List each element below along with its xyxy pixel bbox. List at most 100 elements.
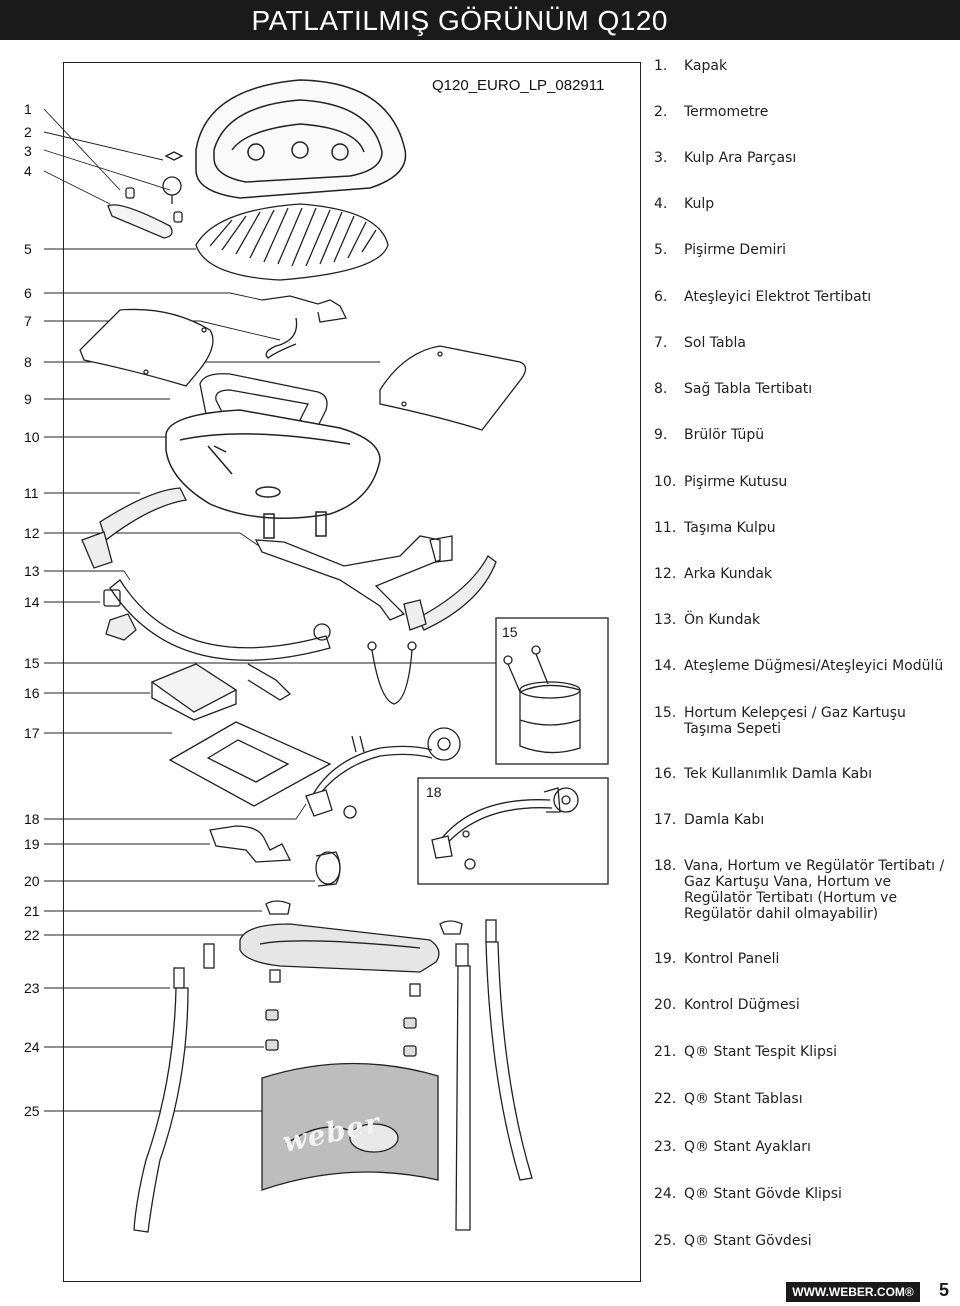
part-name: Taşıma Kulpu (684, 520, 776, 536)
callout-2: 2 (24, 124, 32, 140)
part-number: 3. (654, 150, 668, 166)
part-number: 7. (654, 335, 668, 351)
part-name: Termometre (684, 104, 769, 120)
callout-17: 17 (24, 725, 40, 741)
callout-12: 12 (24, 525, 40, 541)
part-number: 9. (654, 427, 668, 443)
part-name: Sağ Tabla Tertibatı (684, 381, 813, 397)
part-number: 6. (654, 289, 668, 305)
part-item: 8. Sağ Tabla Tertibatı (654, 381, 954, 397)
stand-body (261, 1062, 439, 1191)
part-item: 1.Kapak (654, 58, 954, 74)
footer-bar (786, 1282, 920, 1302)
callout-6: 6 (24, 285, 32, 301)
part-name: Arka Kundak (684, 566, 773, 582)
part-number: 19. (654, 951, 677, 967)
control-panel (209, 825, 341, 887)
part-item: 16.Tek Kullanımlık Damla Kabı (654, 766, 954, 782)
part-item: 19. Kontrol Paneli (654, 951, 954, 967)
part-name: Vana, Hortum ve Regülatör Tertibatı / Ga… (684, 858, 945, 922)
part-number: 23. (654, 1139, 677, 1155)
part-name: Kulp Ara Parçası (684, 150, 797, 166)
inset-label-15: 15 (502, 624, 518, 640)
callout-5: 5 (24, 241, 32, 257)
callout-22: 22 (24, 927, 40, 943)
callout-20: 20 (24, 873, 40, 889)
footer-url-link[interactable]: WWW.WEBER.COM® (792, 1285, 914, 1299)
hose-clip (367, 641, 417, 705)
part-item: 12. Arka Kundak (654, 566, 954, 582)
part-number: 11. (654, 520, 677, 536)
callout-9: 9 (24, 391, 32, 407)
diagram-frame (63, 62, 641, 1282)
part-item: 7. Sol Tabla (654, 335, 954, 351)
part-number: 1. (654, 58, 668, 74)
part-number: 2. (654, 104, 668, 120)
part-item: 14.Ateşleme Düğmesi/Ateşleyici Modülü (654, 658, 954, 674)
part-item: 3. Kulp Ara Parçası (654, 150, 954, 166)
part-item: 2. Termometre (654, 104, 954, 120)
part-item: 23. Q® Stant Ayakları (654, 1139, 954, 1155)
part-name: Q® Stant Gövde Klipsi (684, 1186, 842, 1202)
callout-7: 7 (24, 313, 32, 329)
part-name: Ateşleme Düğmesi/Ateşleyici Modülü (684, 658, 944, 674)
right-side-table (379, 345, 527, 431)
lid (195, 79, 407, 199)
model-code: Q120_EURO_LP_082911 (432, 77, 605, 94)
stand-legs (133, 919, 533, 1233)
part-number: 21. (654, 1044, 677, 1060)
callout-11: 11 (24, 485, 39, 501)
part-item: 11. Taşıma Kulpu (654, 520, 954, 536)
part-name: Sol Tabla (684, 335, 746, 351)
part-name: Pişirme Demiri (684, 242, 786, 258)
stand-clips (265, 1009, 417, 1057)
part-name: Ateşleyici Elektrot Tertibatı (684, 289, 872, 305)
leader-lines (43, 108, 500, 1112)
drip-trays (150, 663, 332, 807)
page-title: PATLATILMIŞ GÖRÜNÜM Q120 (251, 5, 668, 36)
page-number: 5 (939, 1280, 950, 1300)
part-name: Tek Kullanımlık Damla Kabı (684, 766, 873, 782)
part-name: Pişirme Kutusu (684, 474, 788, 490)
part-number: 12. (654, 566, 677, 582)
callout-23: 23 (24, 980, 40, 996)
basket-box (495, 617, 609, 765)
callout-21: 21 (24, 903, 40, 919)
carry-handles (81, 487, 497, 631)
part-item: 5. Pişirme Demiri (654, 242, 954, 258)
part-number: 24. (654, 1186, 677, 1202)
stand-tray (239, 900, 463, 997)
callout-10: 10 (24, 429, 40, 445)
callout-1: 1 (24, 101, 32, 117)
part-number: 20. (654, 997, 677, 1013)
rear-frame (254, 535, 453, 621)
part-name: Kulp (684, 196, 715, 212)
callout-13: 13 (24, 563, 40, 579)
igniter-electrode (261, 295, 347, 359)
part-number: 8. (654, 381, 668, 397)
part-item: 18. Vana, Hortum ve Regülatör Tertibatı /… (654, 858, 954, 922)
part-number: 18. (654, 858, 677, 874)
hose-regulator (305, 727, 461, 819)
part-name: Kontrol Paneli (684, 951, 780, 967)
callout-3: 3 (24, 143, 32, 159)
part-name: Q® Stant Ayakları (684, 1139, 811, 1155)
part-item: 21. Q® Stant Tespit Klipsi (654, 1044, 954, 1060)
callout-24: 24 (24, 1039, 40, 1055)
inset-label-18: 18 (426, 784, 442, 800)
part-name: Q® Stant Tablası (684, 1091, 803, 1107)
part-item: 13.Ön Kundak (654, 612, 954, 628)
part-number: 13. (654, 612, 677, 628)
callout-15: 15 (24, 655, 40, 671)
part-name: Q® Stant Tespit Klipsi (684, 1044, 838, 1060)
part-name: Damla Kabı (684, 812, 765, 828)
part-number: 5. (654, 242, 668, 258)
part-item: 20.Kontrol Düğmesi (654, 997, 954, 1013)
callout-18: 18 (24, 811, 40, 827)
left-side-table (79, 308, 214, 387)
part-item: 24. Q® Stant Gövde Klipsi (654, 1186, 954, 1202)
part-number: 22. (654, 1091, 677, 1107)
part-number: 10. (654, 474, 677, 490)
cook-box (165, 409, 381, 539)
